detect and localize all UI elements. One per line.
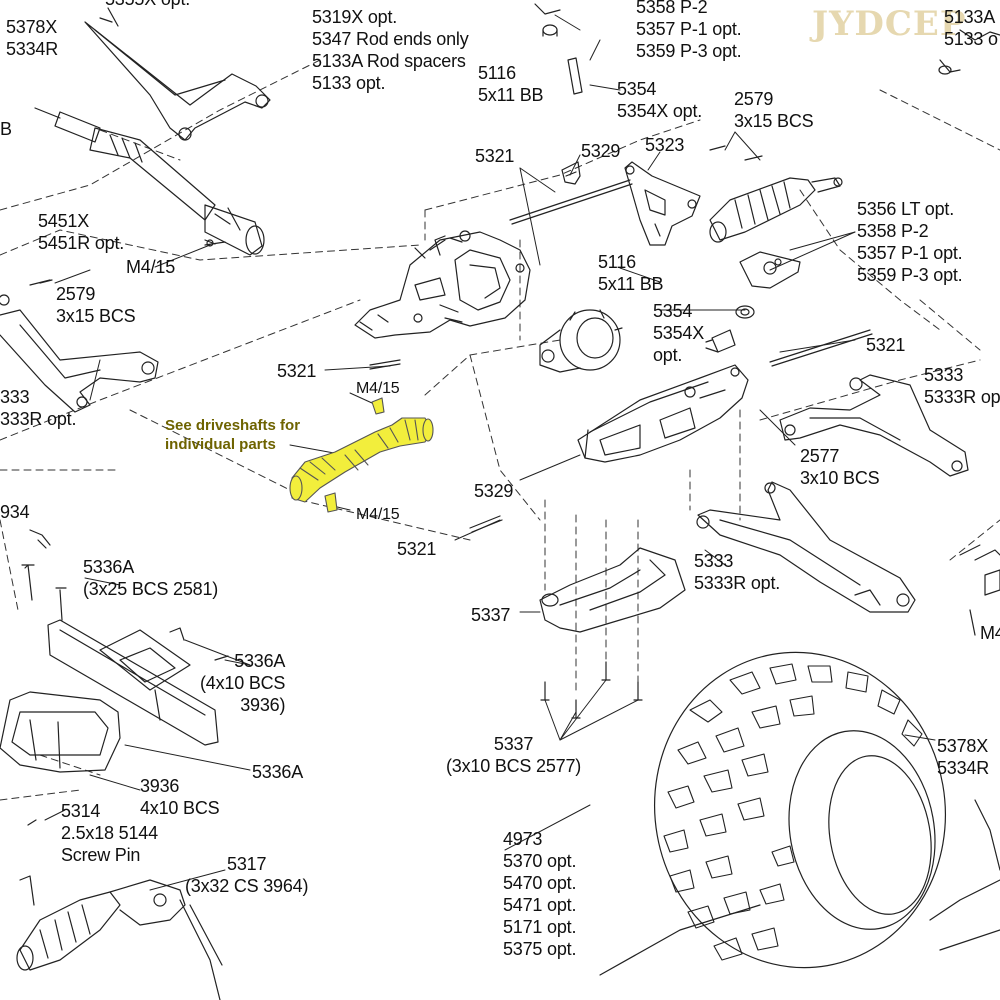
- label-5321-right: 5321: [866, 335, 906, 355]
- upper-arm-top-left: [84, 7, 271, 141]
- bracket-5329: [561, 161, 581, 185]
- label-4973-tire: 4973 5370 opt. 5470 opt. 5471 opt. 5171 …: [503, 829, 577, 959]
- label-5337-lower: 5337 (3x10 BCS 2577): [446, 734, 582, 776]
- label-5317: 5317 (3x32 CS 3964): [185, 854, 309, 896]
- label-5333-lower: 5333 5333R opt.: [694, 551, 781, 593]
- label-5354-center: 5354 5354X opt.: [653, 301, 705, 365]
- label-m4-right-partial: M4: [980, 623, 1000, 643]
- hardware-top-center: [39, 3, 961, 284]
- rod-5321-lower: [469, 515, 503, 533]
- label-5321-lower: 5321: [397, 539, 437, 559]
- label-5336a-bottom: 5336A: [252, 762, 304, 782]
- label-5355x-partial: 5355X opt.: [105, 0, 190, 10]
- label-2577: 2577 3x10 BCS: [800, 446, 880, 488]
- bearing-5116-right: [735, 305, 755, 319]
- driveshaft-highlighted: [289, 397, 434, 513]
- shock-mount-5356: [739, 251, 801, 289]
- label-5319x-group: 5319X opt. 5347 Rod ends only 5133A Rod …: [312, 7, 469, 93]
- label-5329-top: 5329: [581, 141, 621, 161]
- skid-plate-5337: [539, 547, 686, 633]
- plate-5323: [624, 161, 701, 246]
- label-5116-center: 5116 5x11 BB: [598, 252, 664, 294]
- label-5333-left-partial: 333 333R opt.: [0, 387, 77, 429]
- label-2579-top-right: 2579 3x15 BCS: [734, 89, 814, 131]
- label-5323: 5323: [645, 135, 685, 155]
- lower-arm-right: [779, 374, 969, 477]
- label-5336a-top: 5336A (3x25 BCS 2581): [83, 557, 219, 599]
- label-b-partial: B: [0, 119, 12, 139]
- label-3936: 3936 4x10 BCS: [140, 776, 220, 818]
- rod-5321-left: [369, 359, 401, 370]
- label-5333-right: 5333 5333R op: [924, 365, 1000, 407]
- label-2579-left: 2579 3x15 BCS: [56, 284, 136, 326]
- right-edge-parts: [599, 29, 1000, 976]
- label-m4-15-left: M4/15: [126, 257, 176, 277]
- label-5378x-top-left: 5378X 5334R: [6, 17, 59, 59]
- label-5329-center: 5329: [474, 481, 514, 501]
- differential: [539, 309, 623, 373]
- label-5321-left: 5321: [277, 361, 317, 381]
- label-5133a-top-right: 5133A 5133 o: [944, 7, 998, 49]
- bulkhead: [577, 364, 749, 463]
- shock-top-right: [709, 177, 843, 243]
- label-5356-group: 5356 LT opt. 5358 P-2 5357 P-1 opt. 5359…: [857, 199, 963, 285]
- bumper-assembly: [0, 529, 229, 906]
- lower-arm-right-lower: [696, 481, 916, 613]
- rod-5321-top: [509, 179, 633, 225]
- rod-5321-right: [769, 329, 873, 367]
- shock-bottom-left: [16, 879, 223, 1000]
- driveshaft-left: [34, 107, 265, 256]
- label-5314: 5314 2.5x18 5144 Screw Pin: [61, 801, 158, 865]
- label-5358-top: 5358 P-2 5357 P-1 opt. 5359 P-3 opt.: [636, 0, 742, 61]
- label-5354-top: 5354 5354X opt.: [617, 79, 703, 121]
- watermark: JYDCEP: [812, 4, 967, 44]
- gearbox-housing: [354, 230, 531, 339]
- label-m4-15-upper: M4/15: [356, 380, 400, 397]
- label-5116-top: 5116 5x11 BB: [478, 63, 544, 105]
- skid-screws: [540, 661, 643, 719]
- label-934-partial: 934: [0, 502, 30, 522]
- tire: [653, 651, 947, 969]
- label-5451x: 5451X 5451R opt.: [38, 211, 125, 253]
- stub-5354-right: [705, 329, 736, 353]
- assembly-guide-lines: [0, 59, 1000, 801]
- driveshaft-callout: See driveshafts for individual parts: [165, 417, 301, 453]
- label-5337-upper: 5337: [471, 605, 511, 625]
- label-m4-15-lower: M4/15: [356, 506, 400, 523]
- label-5321-top: 5321: [475, 146, 515, 166]
- label-5336a-mid: 5336A (4x10 BCS 3936): [200, 651, 286, 715]
- label-5378x-right: 5378X 5334R: [937, 736, 990, 778]
